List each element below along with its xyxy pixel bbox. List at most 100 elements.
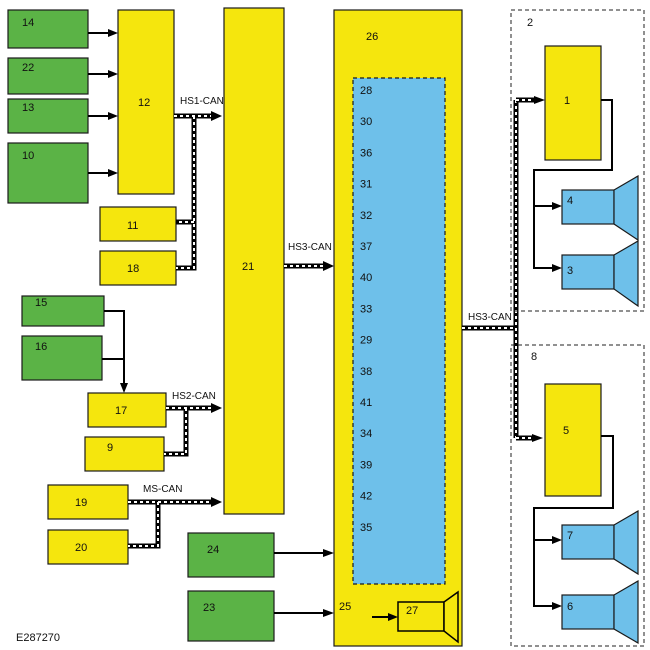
arrow-head bbox=[534, 96, 545, 104]
module-21-label: 21 bbox=[242, 261, 254, 273]
inner-list-item: 35 bbox=[360, 522, 372, 534]
module-1-label: 1 bbox=[564, 95, 570, 107]
module-23-label: 23 bbox=[203, 602, 215, 614]
inner-list-item: 34 bbox=[360, 428, 372, 440]
connector-15-16-17 bbox=[102, 310, 125, 385]
module-25-label: 25 bbox=[339, 601, 351, 613]
speaker-4-body bbox=[561, 189, 615, 225]
arrow-head bbox=[552, 264, 562, 272]
module-20-label: 20 bbox=[75, 542, 87, 554]
inner-list-item: 33 bbox=[360, 303, 372, 315]
module-21 bbox=[223, 7, 285, 515]
arrow-head bbox=[211, 403, 222, 413]
module-20 bbox=[47, 529, 129, 565]
speaker-6-cone bbox=[613, 579, 639, 645]
hs2-can-label: HS2-CAN bbox=[172, 391, 216, 402]
inner-list-item: 29 bbox=[360, 335, 372, 347]
inner-list-item: 38 bbox=[360, 366, 372, 378]
arrow-head bbox=[552, 602, 562, 610]
module-12 bbox=[117, 9, 175, 195]
figure-id: E287270 bbox=[16, 632, 60, 644]
connector-1-speakers bbox=[533, 99, 613, 269]
module-13 bbox=[7, 98, 89, 134]
module-14-label: 14 bbox=[22, 17, 34, 29]
arrow-head bbox=[323, 261, 334, 271]
hs3-can-right-bus bbox=[462, 97, 534, 441]
module-11-label: 11 bbox=[127, 220, 138, 232]
module-9 bbox=[84, 436, 165, 472]
hs3-can-left-label: HS3-CAN bbox=[288, 242, 332, 253]
module-11 bbox=[99, 206, 177, 242]
module-16-label: 16 bbox=[35, 341, 47, 353]
hs3-can-right-label: HS3-CAN bbox=[468, 312, 512, 323]
connector-5-speakers bbox=[533, 435, 614, 607]
arrow-head bbox=[211, 111, 222, 121]
module-24-label: 24 bbox=[207, 544, 219, 556]
module-17-label: 17 bbox=[115, 405, 127, 417]
arrow-head bbox=[108, 70, 118, 78]
inner-list-item: 30 bbox=[360, 116, 372, 128]
module-18-label: 18 bbox=[127, 263, 139, 275]
arrow-head bbox=[388, 613, 398, 621]
inner-list-item: 36 bbox=[360, 147, 372, 159]
speaker-3-cone bbox=[613, 239, 639, 308]
speaker-27-cone bbox=[443, 590, 459, 644]
module-1 bbox=[544, 45, 602, 161]
inner-list-item: 42 bbox=[360, 491, 372, 503]
group-8-boundary bbox=[510, 344, 645, 647]
module-14 bbox=[7, 9, 89, 49]
module-26-label: 26 bbox=[366, 31, 378, 43]
module-23 bbox=[187, 590, 275, 642]
speaker-6-body bbox=[561, 594, 615, 630]
inner-list-item: 32 bbox=[360, 210, 372, 222]
hs2-can-bus bbox=[164, 405, 212, 457]
module-12-label: 12 bbox=[138, 97, 150, 109]
inner-list-item: 40 bbox=[360, 272, 372, 284]
module-5 bbox=[544, 383, 602, 497]
arrow-head bbox=[552, 536, 562, 544]
inner-list-item: 41 bbox=[360, 397, 372, 409]
arrow-head bbox=[323, 549, 334, 557]
module-15-label: 15 bbox=[35, 297, 47, 309]
speaker-4-label: 4 bbox=[567, 195, 573, 207]
group-8-label: 8 bbox=[531, 351, 537, 363]
arrow-head bbox=[108, 29, 118, 37]
module-16 bbox=[21, 335, 103, 381]
speaker-4-cone bbox=[613, 174, 639, 242]
arrow-head bbox=[108, 112, 118, 120]
arrow-head bbox=[532, 434, 543, 442]
module-22 bbox=[7, 57, 89, 95]
speaker-6-label: 6 bbox=[567, 601, 573, 613]
speaker-7-cone bbox=[613, 509, 639, 576]
group-2-boundary bbox=[510, 9, 645, 312]
arrow-head bbox=[552, 202, 562, 210]
module-24 bbox=[187, 532, 275, 578]
inner-list-item: 39 bbox=[360, 459, 372, 471]
module-13-label: 13 bbox=[22, 102, 34, 114]
ms-can-bus bbox=[128, 499, 212, 549]
module-10 bbox=[7, 142, 89, 204]
module-22-label: 22 bbox=[22, 62, 34, 74]
module-19 bbox=[47, 484, 129, 520]
inner-function-list: 28 30 36 31 32 37 40 33 29 38 41 34 39 42 35 bbox=[360, 85, 372, 534]
inner-panel bbox=[352, 77, 446, 585]
ms-can-label: MS-CAN bbox=[143, 484, 182, 495]
inner-list-item: 31 bbox=[360, 179, 372, 191]
module-18 bbox=[99, 250, 177, 286]
speaker-27-body bbox=[397, 601, 445, 632]
module-15 bbox=[21, 295, 105, 327]
module-9-label: 9 bbox=[107, 442, 113, 454]
arrow-head bbox=[108, 169, 118, 177]
speaker-27-label: 27 bbox=[406, 605, 418, 617]
arrow-head bbox=[211, 497, 222, 507]
module-10-label: 10 bbox=[22, 150, 34, 162]
hs1-can-label: HS1-CAN bbox=[180, 96, 224, 107]
inner-list-item: 37 bbox=[360, 241, 372, 253]
speaker-3-label: 3 bbox=[567, 265, 573, 277]
group-2-label: 2 bbox=[527, 17, 533, 29]
module-19-label: 19 bbox=[75, 497, 87, 509]
hs1-can-bus bbox=[174, 113, 212, 271]
inner-list-item: 28 bbox=[360, 85, 372, 97]
arrow-head bbox=[120, 383, 128, 393]
